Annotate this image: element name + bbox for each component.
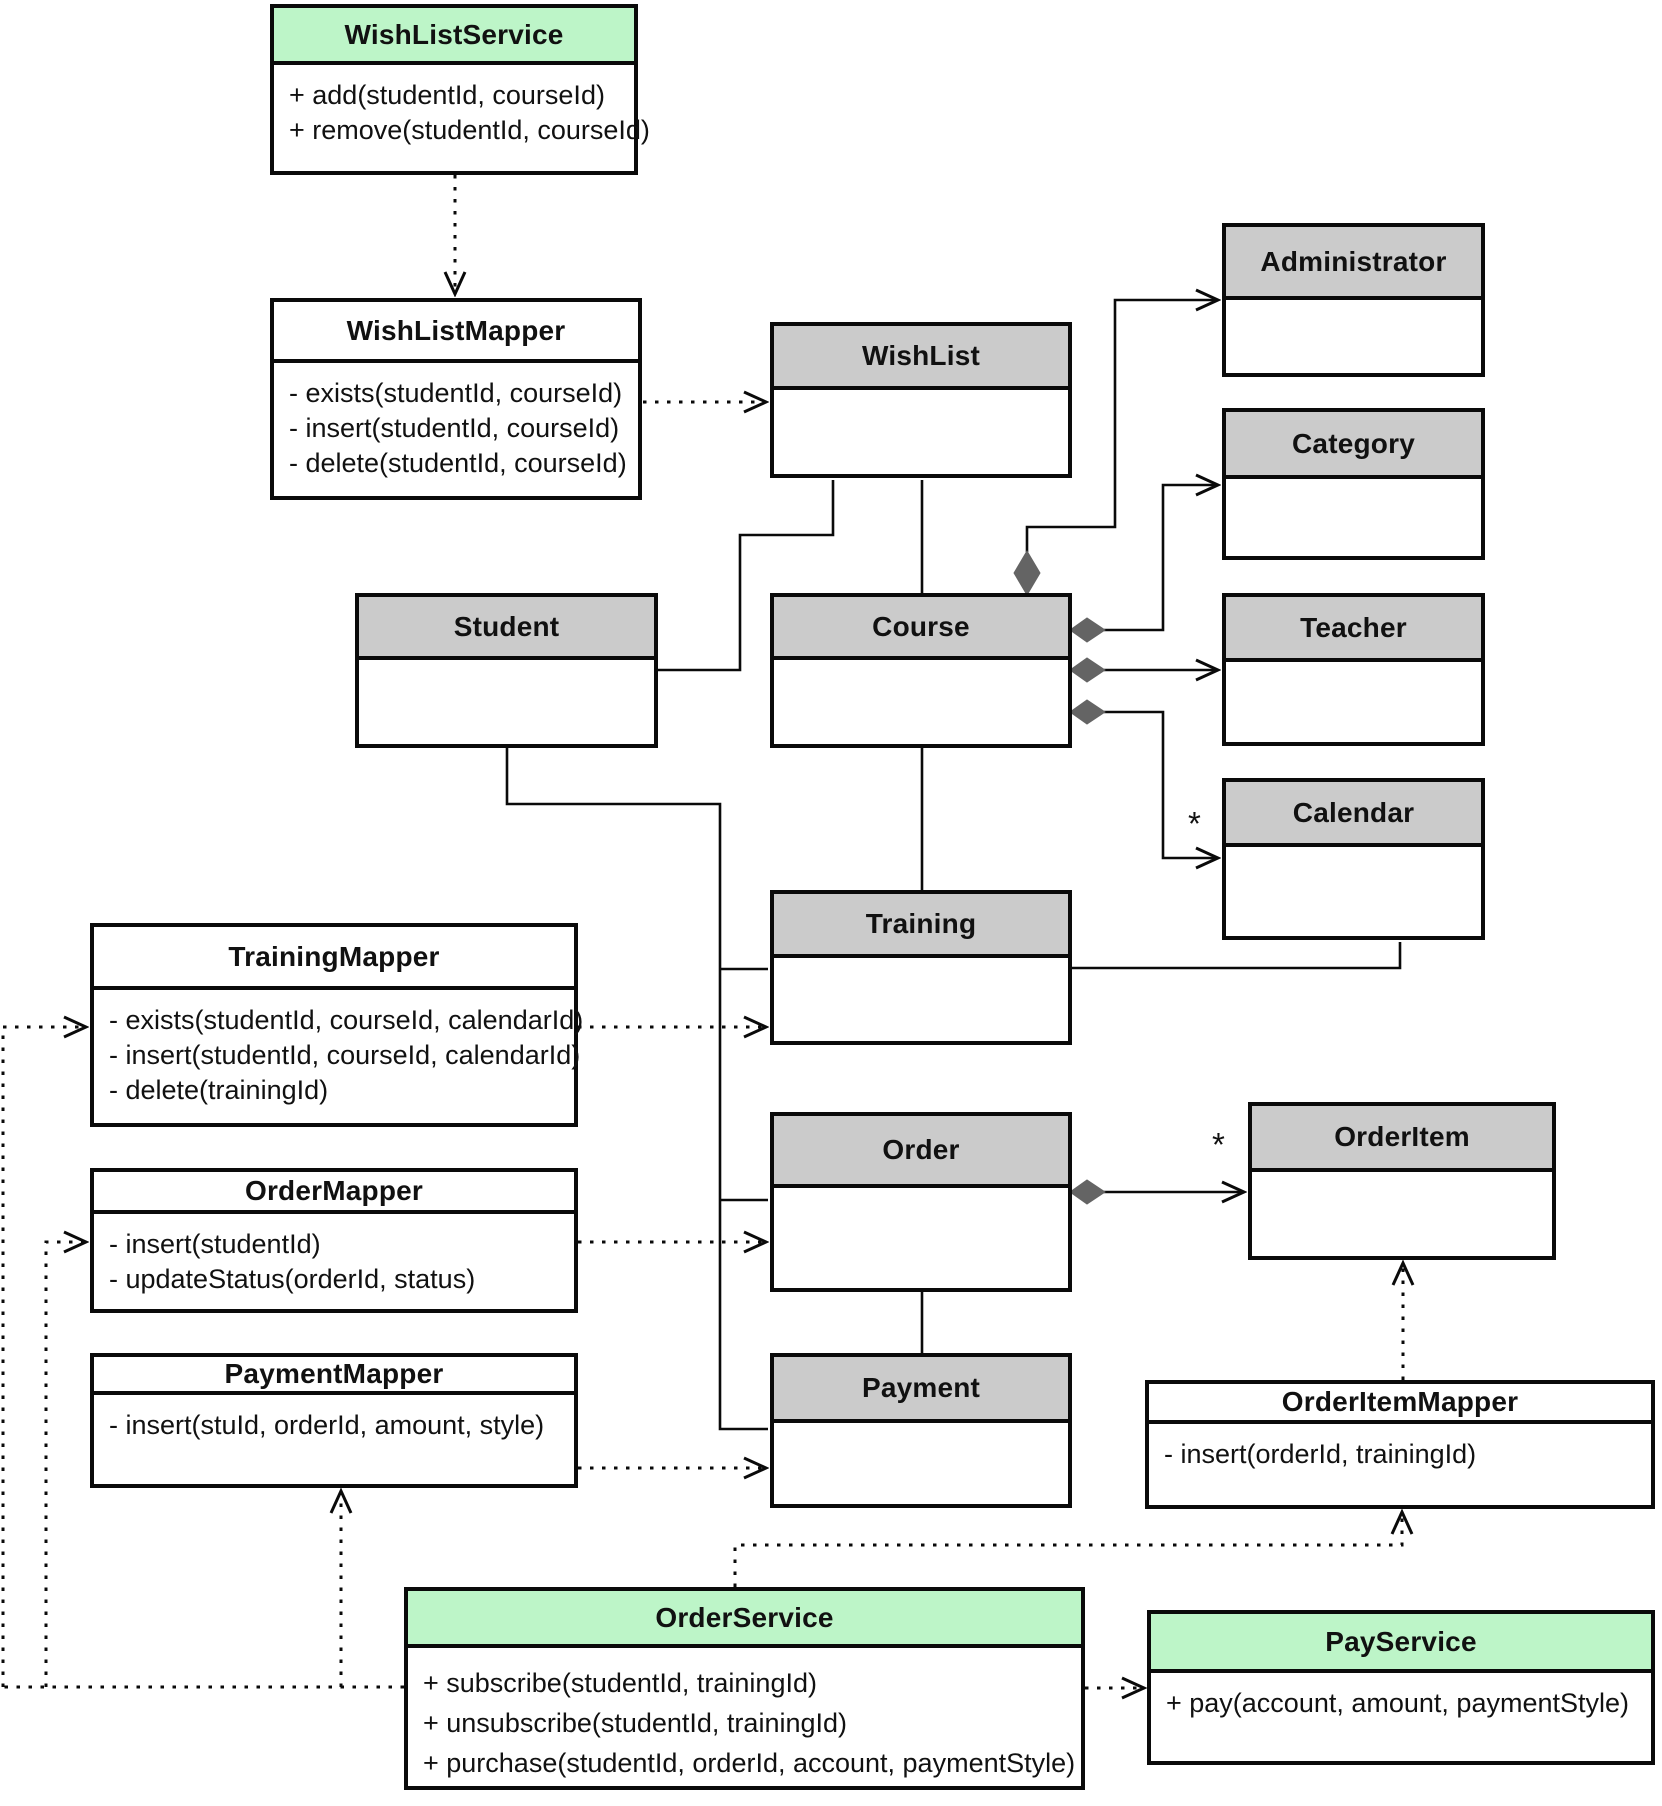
method: - insert(stuId, orderId, amount, style) [109, 1410, 545, 1440]
diamond-course-teacher [1069, 657, 1106, 683]
assoc-student-wishlist [658, 480, 835, 672]
method: - insert(studentId) [109, 1229, 321, 1259]
method: - insert(studentId, courseId, calendarId… [109, 1040, 581, 1070]
assoc-training-calendar [1072, 942, 1402, 970]
class-orderitemmapper: OrderItemMapper - insert(orderId, traini… [1145, 1380, 1655, 1509]
class-training: Training [770, 890, 1072, 1045]
class-title: Training [774, 894, 1068, 958]
class-wishlistmapper: WishListMapper - exists(studentId, cours… [270, 298, 642, 500]
method: - exists(studentId, courseId) [289, 378, 623, 408]
class-title: Course [774, 597, 1068, 660]
method: - delete(trainingId) [109, 1075, 329, 1105]
method: + add(studentId, courseId) [289, 80, 605, 110]
diamond-order-orderitem [1069, 1179, 1106, 1205]
class-wishlist: WishList [770, 322, 1072, 478]
method: - insert(orderId, trainingId) [1164, 1439, 1477, 1469]
class-wishlistservice: WishListService + add(studentId, courseI… [270, 4, 650, 175]
diamond-course-calendar [1069, 699, 1106, 725]
class-ordermapper: OrderMapper - insert(studentId) - update… [90, 1168, 578, 1313]
class-title: WishListService [274, 8, 634, 65]
class-orderservice: OrderService + subscribe(studentId, trai… [404, 1587, 1085, 1790]
class-title: Calendar [1226, 782, 1481, 847]
class-title: Administrator [1226, 227, 1481, 300]
method: + unsubscribe(studentId, trainingId) [423, 1708, 847, 1738]
multiplicity-label-calendar: * [1188, 805, 1201, 842]
class-title: Teacher [1226, 597, 1481, 662]
method: + remove(studentId, courseId) [289, 115, 650, 145]
aggr-course-administrator [1025, 300, 1218, 552]
class-title: Category [1226, 412, 1481, 479]
class-calendar: Calendar [1222, 778, 1485, 940]
aggr-course-category [1104, 485, 1218, 632]
multiplicity-label-orderitem: * [1212, 1126, 1225, 1163]
dep-orderservice-orderitemmapper [733, 1512, 1402, 1587]
class-course: Course [770, 593, 1072, 748]
class-payservice: PayService + pay(account, amount, paymen… [1147, 1610, 1655, 1765]
class-administrator: Administrator [1222, 223, 1485, 377]
class-title: Student [359, 597, 654, 660]
diamond-course-administrator [1013, 550, 1041, 596]
diamond-course-category [1069, 617, 1106, 643]
class-title: OrderItem [1252, 1106, 1552, 1172]
class-teacher: Teacher [1222, 593, 1485, 746]
aggr-course-calendar [1104, 710, 1218, 858]
class-orderitem: OrderItem [1248, 1102, 1556, 1260]
method: - delete(studentId, courseId) [289, 448, 627, 478]
method: + pay(account, amount, paymentStyle) [1166, 1688, 1629, 1718]
class-trainingmapper: TrainingMapper - exists(studentId, cours… [90, 923, 584, 1127]
class-category: Category [1222, 408, 1485, 560]
method: + subscribe(studentId, trainingId) [423, 1668, 817, 1698]
dep-orderservice-ordermapper [44, 1242, 86, 1687]
method: - insert(studentId, courseId) [289, 413, 620, 443]
class-order: Order [770, 1112, 1072, 1292]
class-paymentmapper: PaymentMapper - insert(stuId, orderId, a… [90, 1353, 578, 1488]
class-title: OrderService [408, 1591, 1081, 1648]
class-title: WishList [774, 326, 1068, 390]
class-title: Payment [774, 1357, 1068, 1423]
method: - updateStatus(orderId, status) [109, 1264, 476, 1294]
method: - exists(studentId, courseId, calendarId… [109, 1005, 584, 1035]
class-title: OrderMapper [94, 1172, 574, 1214]
class-payment: Payment [770, 1353, 1072, 1508]
class-title: TrainingMapper [94, 927, 574, 990]
class-title: Order [774, 1116, 1068, 1188]
method: + purchase(studentId, orderId, account, … [423, 1748, 1076, 1778]
class-title: PayService [1151, 1614, 1651, 1673]
assoc-student-trunk [505, 748, 768, 1431]
class-title: PaymentMapper [94, 1357, 574, 1395]
class-title: WishListMapper [274, 302, 638, 363]
class-title: OrderItemMapper [1149, 1384, 1651, 1424]
dep-orderservice-trainingmapper [1, 1027, 86, 1687]
class-student: Student [355, 593, 658, 748]
